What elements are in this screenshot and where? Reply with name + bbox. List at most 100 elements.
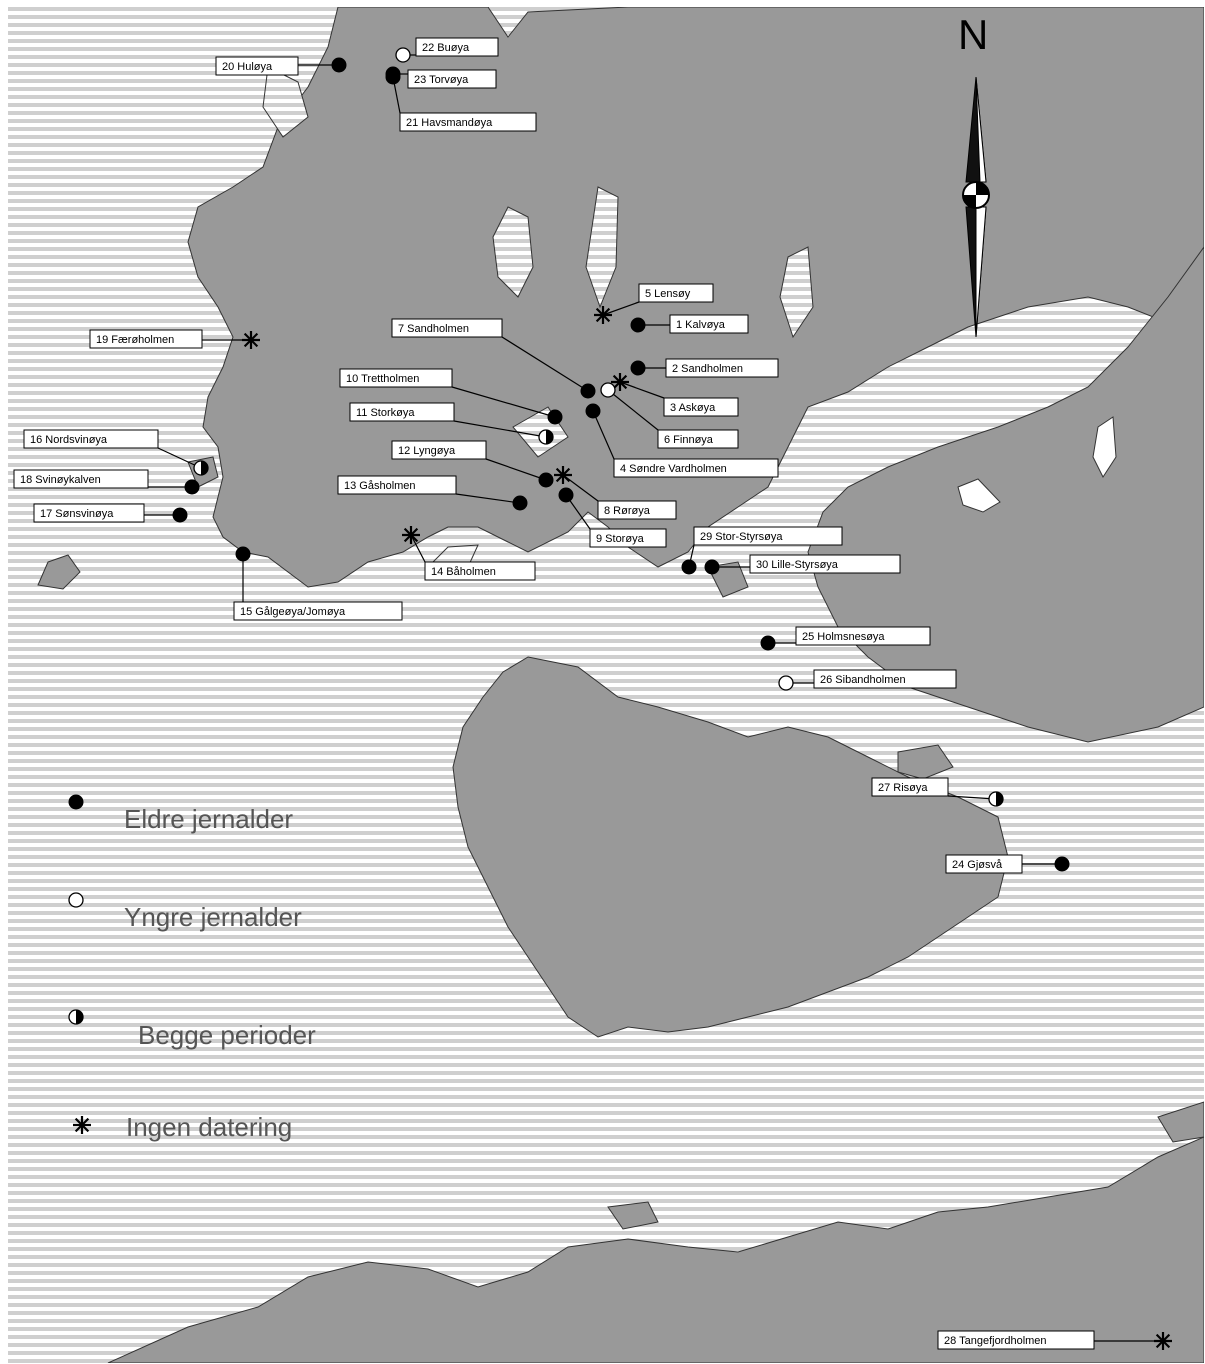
site-label-text: 12 Lyngøya [398, 445, 456, 457]
site-marker-20 [331, 57, 347, 73]
leader-line [592, 410, 615, 460]
fjord [779, 246, 814, 339]
leader-line [410, 534, 426, 563]
site-marker-14 [402, 526, 420, 544]
site-label-text: 22 Buøya [422, 42, 470, 54]
site-marker-29 [681, 559, 697, 575]
site-label-8: 8 Rørøya [597, 500, 677, 520]
site-marker-5 [594, 306, 612, 324]
site-marker-17 [172, 507, 188, 523]
site-label-text: 4 Søndre Vardholmen [620, 463, 727, 475]
site-marker-2 [630, 360, 646, 376]
site-label-7: 7 Sandholmen [391, 318, 503, 338]
site-label-text: 20 Huløya [222, 61, 273, 73]
site-label-text: 29 Stor-Styrsøya [700, 531, 783, 543]
site-label-21: 21 Havsmandøya [399, 112, 537, 132]
site-marker-12 [538, 472, 554, 488]
site-marker-7 [580, 383, 596, 399]
site-label-text: 27 Risøya [878, 782, 928, 794]
islet [1157, 1101, 1204, 1143]
site-marker-30 [704, 559, 720, 575]
site-label-12: 12 Lyngøya [391, 440, 487, 460]
site-label-text: 3 Askøya [670, 402, 716, 414]
leader-line [607, 389, 659, 431]
site-label-4: 4 Søndre Vardholmen [613, 458, 779, 478]
site-label-text: 16 Nordsvinøya [30, 434, 108, 446]
leader-line [157, 447, 202, 469]
site-label-text: 7 Sandholmen [398, 323, 469, 335]
site-marker-22 [395, 47, 411, 63]
site-marker-27 [988, 791, 1004, 807]
site-marker-8 [554, 466, 572, 484]
site-marker-18 [184, 479, 200, 495]
site-label-25: 25 Holmsnesøya [795, 626, 931, 646]
site-marker-26 [778, 675, 794, 691]
site-label-text: 21 Havsmandøya [406, 117, 493, 129]
site-marker-16 [193, 460, 209, 476]
site-label-text: 8 Rørøya [604, 505, 651, 517]
site-label-3: 3 Askøya [663, 397, 739, 417]
north-arrow-icon: N [958, 11, 990, 338]
fjord [262, 66, 309, 138]
site-markers [172, 47, 1172, 1350]
legend-item-yngre: Yngre jernalder [68, 892, 302, 932]
site-label-30: 30 Lille-Styrsøya [749, 554, 901, 574]
north-label: N [958, 11, 988, 58]
site-marker-11 [538, 429, 554, 445]
fjord [585, 186, 619, 309]
site-label-29: 29 Stor-Styrsøya [693, 526, 843, 546]
leader-lines [144, 54, 1163, 1342]
site-marker-13 [512, 495, 528, 511]
site-label-text: 26 Sibandholmen [820, 674, 906, 686]
site-marker-19 [242, 331, 260, 349]
fjord [492, 206, 534, 298]
site-label-text: 1 Kalvøya [676, 319, 726, 331]
leader-line [602, 301, 640, 316]
site-label-22: 22 Buøya [415, 37, 499, 57]
leader-line [947, 795, 997, 800]
site-label-text: 6 Finnøya [664, 434, 714, 446]
site-label-text: 18 Svinøykalven [20, 474, 101, 486]
site-marker-6 [600, 382, 616, 398]
site-label-11: 11 Storkøya [349, 402, 455, 422]
site-marker-24 [1054, 856, 1070, 872]
site-label-1: 1 Kalvøya [669, 314, 749, 334]
land-south [107, 1136, 1204, 1363]
land-island [452, 656, 1009, 1038]
site-label-text: 23 Torvøya [414, 74, 469, 86]
site-marker-1 [630, 317, 646, 333]
map-frame: N 1 Kalvøya 2 Sandholmen 3 Askøya 4 Søndre … [8, 7, 1204, 1363]
site-label-15: 15 Gålgeøya/Jomøya [233, 601, 403, 621]
site-label-text: 15 Gålgeøya/Jomøya [240, 606, 346, 618]
site-marker-28 [1154, 1332, 1172, 1350]
site-marker-23 [385, 66, 401, 82]
legend-item-ingen: Ingen datering [73, 1112, 292, 1142]
site-marker-4 [585, 403, 601, 419]
open-circle-icon [68, 892, 84, 908]
site-label-19: 19 Færøholmen [89, 329, 203, 349]
site-label-text: 25 Holmsnesøya [802, 631, 885, 643]
lake [957, 478, 1001, 513]
leader-line [455, 493, 521, 504]
site-label-text: 13 Gåsholmen [344, 480, 416, 492]
site-label-28: 28 Tangefjordholmen [937, 1330, 1095, 1350]
site-label-text: 5 Lensøy [645, 288, 691, 300]
site-label-text: 19 Færøholmen [96, 334, 174, 346]
site-label-text: 10 Trettholmen [346, 373, 419, 385]
site-marker-9 [558, 487, 574, 503]
site-label-16: 16 Nordsvinøya [23, 429, 159, 449]
site-label-23: 23 Torvøya [407, 69, 497, 89]
site-label-26: 26 Sibandholmen [813, 669, 957, 689]
site-label-text: 11 Storkøya [356, 407, 415, 419]
site-marker-10 [547, 409, 563, 425]
land-east [807, 246, 1204, 743]
leader-line [453, 420, 547, 438]
islet [897, 744, 954, 780]
site-label-17: 17 Sønsvinøya [33, 503, 145, 523]
asterisk-icon [73, 1116, 91, 1134]
filled-circle-icon [68, 794, 84, 810]
archaeological-site-map: N 1 Kalvøya 2 Sandholmen 3 Askøya 4 Søndre … [8, 7, 1204, 1363]
site-label-text: 17 Sønsvinøya [40, 508, 114, 520]
site-label-2: 2 Sandholmen [665, 358, 779, 378]
